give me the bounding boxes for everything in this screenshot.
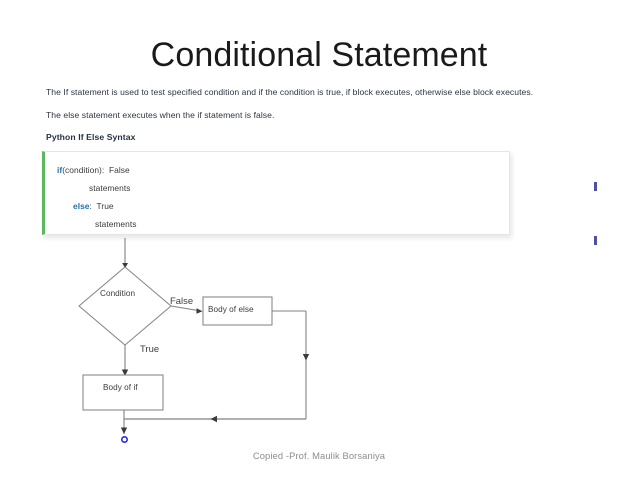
- intro-paragraph-2: The else statement executes when the if …: [46, 110, 275, 120]
- code-text: (condition): False: [62, 165, 130, 175]
- code-text: statements: [89, 183, 131, 193]
- code-line: statements: [89, 183, 130, 194]
- code-text: : True: [89, 201, 114, 211]
- box-label-body-of-else: Body of else: [208, 305, 254, 314]
- false-branch-arrowhead: [196, 308, 203, 314]
- code-keyword: if: [57, 165, 63, 175]
- edge-artifact-mark: [594, 182, 597, 191]
- branch-label-false: False: [170, 295, 194, 306]
- syntax-heading: Python If Else Syntax: [46, 132, 136, 142]
- footer-credit: Copied -Prof. Maulik Borsaniya: [252, 450, 386, 461]
- decision-diamond: [78, 266, 172, 346]
- false-branch-line: [170, 305, 202, 312]
- code-line: else: True: [73, 201, 114, 212]
- code-line: if(condition): False: [57, 165, 130, 176]
- intro-paragraph-1: The If statement is used to test specifi…: [46, 87, 534, 97]
- code-snippet-panel: if(condition): False statements else: Tr…: [42, 151, 510, 235]
- edge-artifact-mark: [594, 236, 597, 245]
- final-exit-arrowhead: [120, 427, 128, 434]
- code-text: statements: [95, 219, 137, 229]
- terminator-glyph: [121, 435, 129, 443]
- page-title: Conditional Statement: [150, 36, 488, 74]
- code-keyword: else: [73, 201, 90, 211]
- branch-label-true: True: [140, 343, 160, 354]
- true-branch-arrowhead: [121, 369, 129, 376]
- decision-label: Condition: [100, 289, 136, 298]
- else-exit-arrowhead: [302, 354, 310, 361]
- box-label-body-of-if: Body of if: [103, 383, 138, 392]
- code-line: statements: [95, 219, 136, 230]
- merge-arrowhead: [210, 415, 217, 423]
